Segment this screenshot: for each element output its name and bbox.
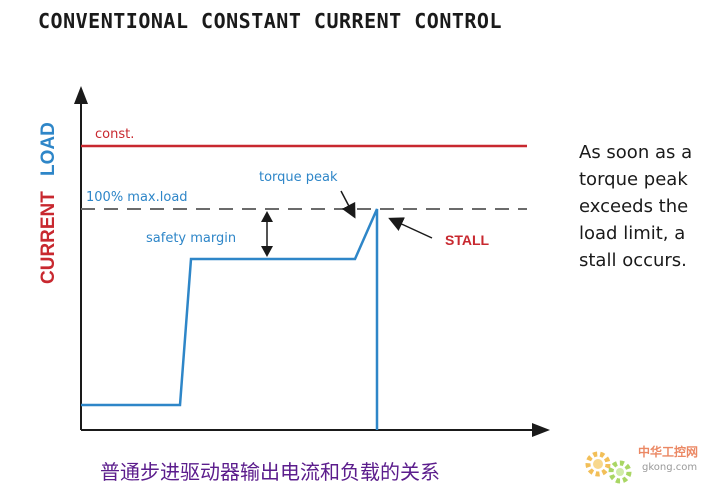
torque-peak-pointer xyxy=(340,190,356,219)
side-note-line: load limit, a xyxy=(579,223,686,244)
load-curve xyxy=(81,208,379,430)
chinese-caption: 普通步进驱动器输出电流和负载的关系 xyxy=(100,460,440,484)
max-load-label: 100% max.load xyxy=(86,190,188,205)
watermark-brand: 中华工控网 xyxy=(638,444,698,459)
side-note: As soon as a torque peak exceeds the loa… xyxy=(579,139,717,274)
gkong-watermark: 中华工控网 gkong.com xyxy=(585,444,698,484)
diagram-title: CONVENTIONAL CONSTANT CURRENT CONTROL xyxy=(38,9,503,33)
stall-label: STALL xyxy=(445,232,490,248)
y-axis-label-current: CURRENT xyxy=(38,191,59,284)
stall-pointer xyxy=(388,217,433,239)
y-axis-label-load: LOAD xyxy=(38,122,59,176)
safety-margin-arrow-bottom xyxy=(261,246,273,257)
x-axis-arrow xyxy=(532,423,550,437)
y-axis-arrow xyxy=(74,86,88,104)
torque-peak-label: torque peak xyxy=(259,170,338,185)
const-label: const. xyxy=(95,127,134,142)
side-note-line: exceeds the xyxy=(579,196,689,217)
side-note-line: torque peak xyxy=(579,169,688,190)
gear-icon xyxy=(585,451,632,484)
side-note-line: stall occurs. xyxy=(579,250,687,271)
side-note-line: As soon as a xyxy=(579,142,693,163)
watermark-site: gkong.com xyxy=(642,462,697,473)
safety-margin-label: safety margin xyxy=(146,231,236,246)
safety-margin-arrow-top xyxy=(261,211,273,222)
